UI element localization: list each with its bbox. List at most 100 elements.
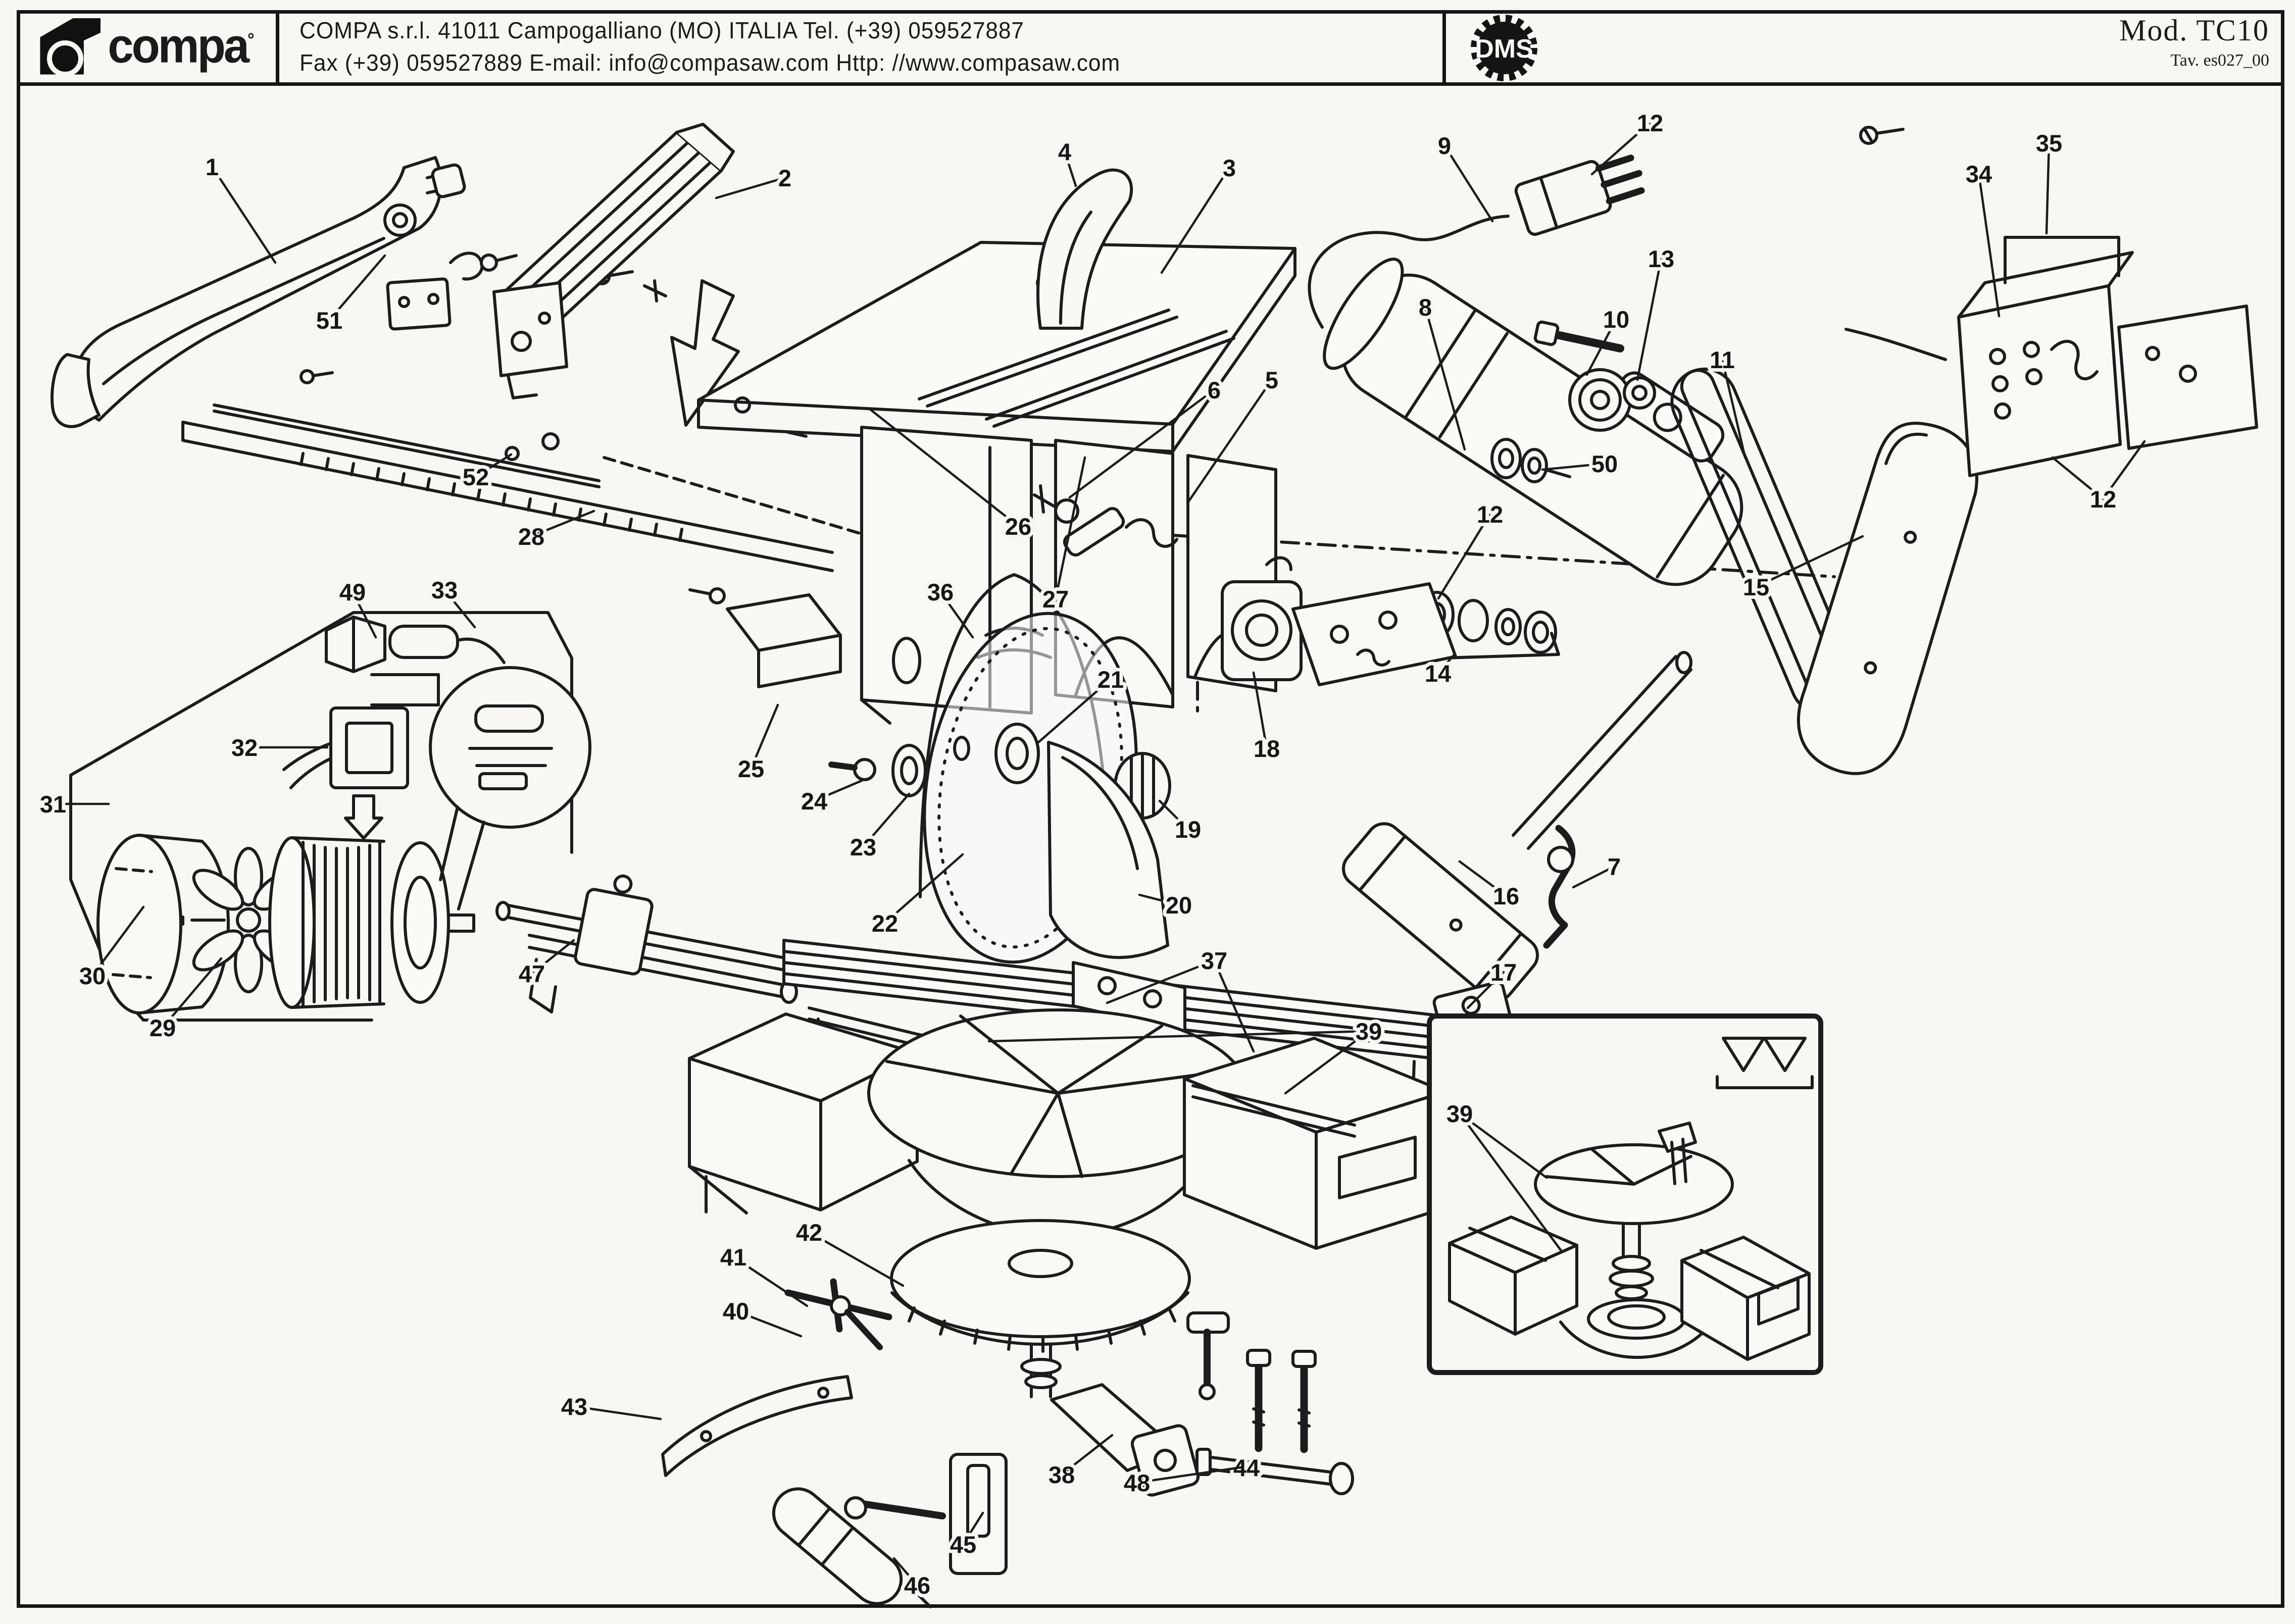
address-line-2: Fax (+39) 059527889 E-mail: info@compasa… bbox=[300, 49, 1121, 76]
callout-label-15: 15 bbox=[1743, 574, 1769, 600]
callout-label-43: 43 bbox=[561, 1393, 587, 1420]
callout-label-7: 7 bbox=[1608, 853, 1621, 880]
callout-label-22: 22 bbox=[872, 910, 898, 937]
callout-leader-7 bbox=[1572, 865, 1616, 889]
callout-leader-35 bbox=[2045, 141, 2051, 235]
callout-leader-40 bbox=[734, 1309, 803, 1338]
callout-label-21: 21 bbox=[1097, 666, 1124, 693]
callout-leader-29 bbox=[161, 957, 223, 1029]
part-table-legs bbox=[860, 426, 1277, 725]
inset-detail-box bbox=[1427, 1013, 1823, 1375]
callout-leader-14 bbox=[1436, 654, 1455, 675]
part-rip-fence bbox=[492, 123, 735, 399]
callout-label-38: 38 bbox=[1049, 1461, 1075, 1488]
callout-leader-8 bbox=[1424, 306, 1466, 451]
part-mounting-plate bbox=[1291, 582, 1457, 686]
callout-label-13: 13 bbox=[1648, 245, 1674, 272]
callout-label-51: 51 bbox=[316, 307, 342, 334]
callout-leader-26 bbox=[868, 408, 1020, 528]
part-guide-bar bbox=[181, 369, 834, 572]
callout-label-46: 46 bbox=[904, 1572, 930, 1599]
part-lower-guard bbox=[1047, 741, 1169, 959]
callout-label-11: 11 bbox=[1710, 346, 1735, 373]
callout-leader-43 bbox=[573, 1405, 662, 1420]
callout-label-16: 16 bbox=[1493, 883, 1519, 909]
callout-label-30: 30 bbox=[79, 962, 106, 989]
callout-label-1: 1 bbox=[206, 154, 219, 180]
callout-label-42: 42 bbox=[796, 1219, 822, 1246]
part-bearing-plate bbox=[1221, 556, 1303, 681]
direction-arrow-icon bbox=[670, 279, 740, 427]
callout-label-17: 17 bbox=[1490, 959, 1517, 986]
part-switch-assembly bbox=[1844, 126, 2258, 477]
callout-label-36: 36 bbox=[927, 579, 954, 605]
part-table-top bbox=[697, 241, 1296, 453]
part-riving-knife bbox=[1036, 168, 1133, 330]
callout-leader-27 bbox=[1054, 456, 1086, 600]
callout-label-12: 12 bbox=[1637, 110, 1663, 136]
callout-label-25: 25 bbox=[738, 755, 764, 782]
callout-leader-48 bbox=[1135, 1466, 1242, 1484]
callout-label-40: 40 bbox=[723, 1298, 749, 1325]
callout-leader-28 bbox=[530, 510, 595, 538]
callout-label-4: 4 bbox=[1058, 138, 1071, 165]
address-cell: COMPA s.r.l. 41011 Campogalliano (MO) IT… bbox=[279, 10, 1446, 82]
callout-label-41: 41 bbox=[720, 1244, 746, 1271]
callout-leader-42 bbox=[808, 1231, 905, 1287]
callout-leader-13 bbox=[1636, 257, 1663, 381]
callout-leader-18 bbox=[1252, 671, 1268, 750]
callout-label-49: 49 bbox=[339, 579, 366, 605]
callout-leader-52 bbox=[474, 453, 513, 478]
logo-text: compa° bbox=[108, 19, 254, 73]
blade-teeth-symbol-icon bbox=[1716, 1037, 1814, 1089]
callout-leader-49 bbox=[351, 590, 377, 639]
callout-leader-39 bbox=[1284, 1030, 1370, 1095]
callout-leader-20 bbox=[1138, 893, 1180, 906]
callout-label-5: 5 bbox=[1265, 367, 1278, 393]
part-curved-arm bbox=[661, 1375, 853, 1477]
callout-label-19: 19 bbox=[1175, 816, 1201, 843]
model-label: Mod. TC10 bbox=[2119, 14, 2269, 47]
sheet-number-label: Tav. es027_00 bbox=[2170, 51, 2269, 70]
callout-label-47: 47 bbox=[519, 960, 545, 987]
callout-label-12: 12 bbox=[2090, 486, 2116, 513]
callout-label-33: 33 bbox=[431, 577, 458, 603]
callout-label-32: 32 bbox=[231, 734, 258, 761]
callout-leader-37 bbox=[1106, 959, 1216, 1004]
callout-leader-11 bbox=[1721, 358, 1747, 459]
callout-leader-50 bbox=[1541, 462, 1606, 471]
part-motor-core bbox=[268, 836, 475, 1009]
part-motor bbox=[1323, 258, 1743, 586]
part-blade-guard bbox=[51, 156, 466, 428]
part-blade-flanges bbox=[828, 723, 1040, 797]
callout-label-29: 29 bbox=[149, 1014, 176, 1041]
address-line-1: COMPA s.r.l. 41011 Campogalliano (MO) IT… bbox=[300, 17, 1024, 43]
callout-leader-37 bbox=[1213, 959, 1255, 1053]
callout-leader-5 bbox=[1186, 378, 1273, 504]
callout-leader-39 bbox=[1458, 1112, 1563, 1253]
callout-leader-6 bbox=[1068, 388, 1216, 499]
callout-label-10: 10 bbox=[1603, 306, 1629, 333]
callout-leader-22 bbox=[883, 853, 964, 925]
callout-label-14: 14 bbox=[1425, 660, 1451, 687]
callout-leader-47 bbox=[530, 939, 575, 975]
callout-leader-3 bbox=[1160, 166, 1231, 274]
callout-leader-19 bbox=[1158, 799, 1189, 831]
callout-label-3: 3 bbox=[1223, 155, 1236, 181]
callout-leader-33 bbox=[443, 588, 476, 629]
part-angle-bracket bbox=[688, 587, 842, 688]
part-power-cable bbox=[1308, 155, 1645, 329]
callout-leader-12 bbox=[2102, 440, 2146, 500]
callout-label-12: 12 bbox=[1477, 501, 1503, 528]
callout-label-27: 27 bbox=[1042, 586, 1069, 613]
callout-leader-39 bbox=[1458, 1112, 1548, 1179]
callout-label-26: 26 bbox=[1005, 513, 1031, 540]
callout-leader-12 bbox=[1590, 121, 1652, 176]
title-block: compa° COMPA s.r.l. 41011 Campogalliano … bbox=[17, 10, 2284, 86]
part-brush-detail bbox=[429, 666, 591, 910]
callout-leader-10 bbox=[1585, 318, 1618, 376]
callout-label-31: 31 bbox=[40, 791, 66, 818]
callout-leader-12 bbox=[1437, 513, 1491, 600]
callout-label-28: 28 bbox=[518, 523, 544, 550]
